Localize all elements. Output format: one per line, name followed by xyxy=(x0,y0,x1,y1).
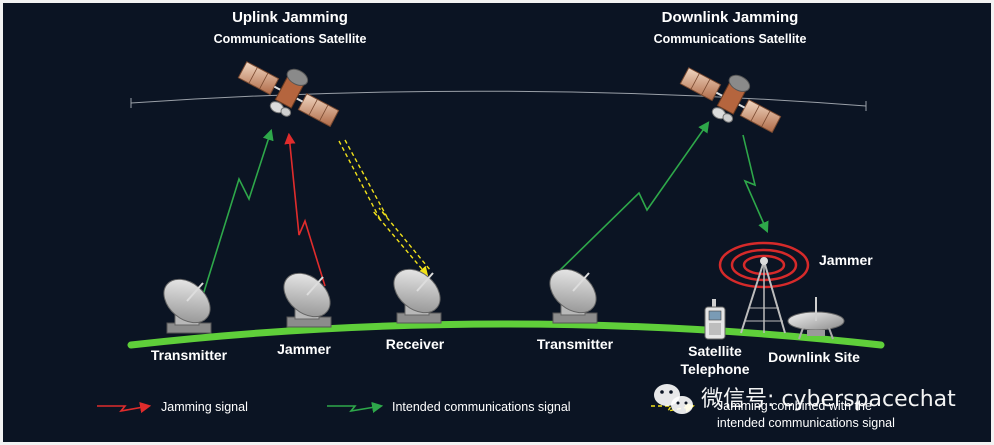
diagram-canvas: Uplink Jamming Communications Satellite … xyxy=(3,3,991,442)
legend-intended-label: Intended communications signal xyxy=(392,400,571,414)
jamming-diagram: Uplink Jamming Communications Satellite … xyxy=(97,9,956,430)
legend-intended-arrow xyxy=(327,401,384,413)
ground-line xyxy=(127,320,885,349)
label-jammer-right: Jammer xyxy=(819,252,873,268)
uplink-subtitle: Communications Satellite xyxy=(214,32,367,46)
satellite-downlink-icon xyxy=(679,67,782,134)
legend-combined-label-line2: intended communications signal xyxy=(717,416,895,430)
downlink-site-dish-icon xyxy=(787,297,845,340)
combined-signal-receiver-arrow-b xyxy=(344,139,432,272)
label-receiver: Receiver xyxy=(386,336,445,352)
wechat-logo-icon xyxy=(654,384,693,414)
legend-combined-label-line1: Jamming combined with the xyxy=(717,399,872,413)
label-downlink-site: Downlink Site xyxy=(768,349,860,365)
intended-signal-uplink-arrow xyxy=(202,128,274,296)
jammer-tower-icon xyxy=(718,241,810,334)
label-jammer-left: Jammer xyxy=(277,341,331,357)
intended-signal-downlink-up-arrow xyxy=(554,121,710,276)
legend: Jamming signal Intended communications s… xyxy=(97,399,895,430)
uplink-title: Uplink Jamming xyxy=(232,9,348,26)
watermark-text: 微信号: cyberspacechat xyxy=(701,387,956,412)
satellite-uplink-icon xyxy=(237,61,340,128)
dish-jammer-left-icon xyxy=(283,272,332,328)
legend-jamming-label: Jamming signal xyxy=(161,400,248,414)
combined-signal-receiver-arrow-a xyxy=(338,140,429,277)
satellite-telephone-icon xyxy=(704,299,726,340)
jamming-signal-uplink-arrow xyxy=(284,132,326,287)
watermark: 微信号: cyberspacechat xyxy=(654,384,956,414)
label-transmitter-right: Transmitter xyxy=(537,336,614,352)
legend-jamming-arrow xyxy=(97,402,152,414)
dish-transmitter-right-icon xyxy=(549,268,598,324)
downlink-subtitle: Communications Satellite xyxy=(654,32,807,46)
orbit-line xyxy=(130,90,867,107)
dish-transmitter-left-icon xyxy=(163,278,212,334)
label-transmitter-left: Transmitter xyxy=(151,347,228,363)
dish-receiver-icon xyxy=(393,268,442,324)
downlink-title: Downlink Jamming xyxy=(662,9,799,26)
label-satellite-telephone-line1: Satellite xyxy=(688,343,742,359)
intended-signal-downlink-down-arrow xyxy=(742,134,769,234)
label-satellite-telephone-line2: Telephone xyxy=(681,361,750,377)
